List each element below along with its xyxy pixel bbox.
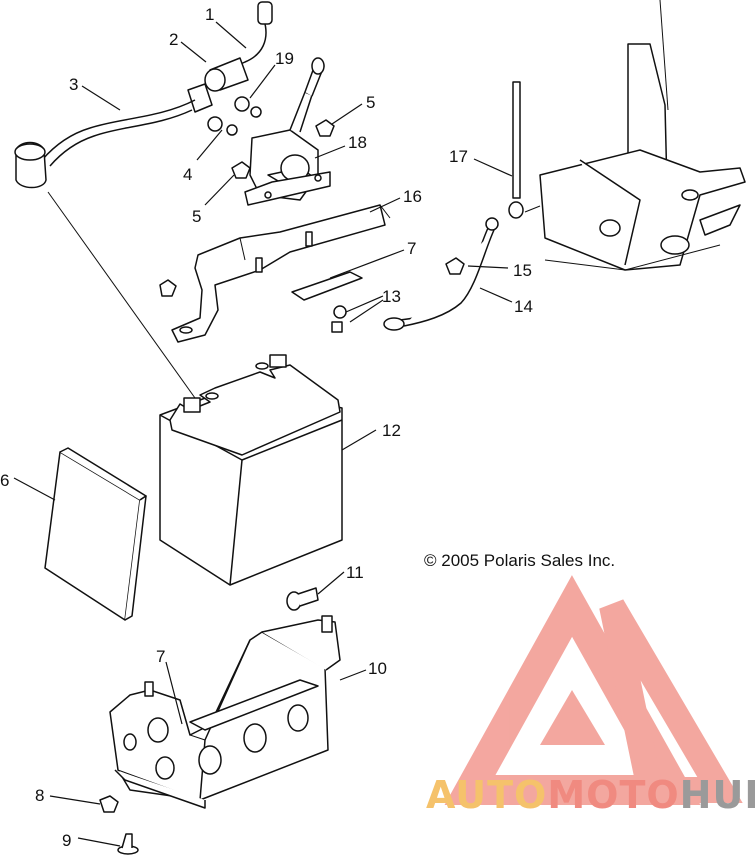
callout-10: 10: [368, 659, 387, 678]
callout-14: 14: [514, 297, 533, 316]
fastener-13: [331, 305, 347, 333]
battery-box: [109, 615, 341, 809]
watermark-part2: MOTO: [547, 773, 679, 817]
callout-9: 9: [62, 831, 71, 850]
starter-solenoid: [244, 57, 331, 206]
callout-5-upper: 5: [366, 93, 375, 112]
clip-nut: [159, 279, 177, 297]
battery-bracket: [171, 204, 391, 343]
ground-strap-17: [508, 81, 524, 219]
pad-6: [44, 447, 147, 621]
callout-3: 3: [69, 75, 78, 94]
leader-lines: [13, 21, 513, 847]
callout-8: 8: [35, 786, 44, 805]
nut-19: [234, 96, 250, 112]
callout-16: 16: [403, 187, 422, 206]
strap-link: [524, 205, 541, 213]
callout-11: 11: [346, 563, 364, 582]
pad-7-upper: [291, 271, 363, 301]
nut-5-upper: [315, 119, 335, 137]
callout-7-lower: 7: [156, 647, 165, 666]
frame-section: [539, 0, 746, 271]
nut-5-lower: [231, 161, 251, 179]
battery: [159, 354, 343, 586]
callout-19: 19: [275, 49, 294, 68]
callout-labels: 1 2 3 4 5 5 6 7 7 8 9 10 11 12 13 14 15 …: [0, 5, 533, 850]
ground-cable-14: [383, 217, 499, 331]
watermark-text: AUTOMOTOHUB: [426, 773, 755, 817]
callout-7-upper: 7: [407, 239, 416, 258]
cable-route-line: [47, 191, 196, 399]
callout-5-lower: 5: [192, 207, 201, 226]
watermark-part1: AUTO: [426, 773, 547, 817]
battery-cable-positive: [14, 1, 273, 189]
callout-15: 15: [513, 261, 532, 280]
nut-8: [99, 795, 119, 813]
nut-4: [207, 116, 223, 132]
callout-13: 13: [382, 287, 401, 306]
callout-18: 18: [348, 133, 367, 152]
bolt-9: [117, 833, 139, 855]
bolt-11: [286, 587, 319, 611]
washer-19: [250, 106, 262, 118]
copyright-text: © 2005 Polaris Sales Inc.: [424, 551, 615, 570]
callout-4: 4: [183, 165, 192, 184]
callout-12: 12: [382, 421, 401, 440]
nut-15: [445, 257, 465, 275]
callout-6: 6: [0, 471, 9, 490]
watermark-part3: HUB: [680, 773, 755, 817]
callout-1: 1: [205, 5, 214, 24]
callout-17: 17: [449, 147, 468, 166]
callout-2: 2: [169, 30, 178, 49]
watermark-logo-icon: [444, 575, 743, 805]
washer-4: [226, 124, 238, 136]
